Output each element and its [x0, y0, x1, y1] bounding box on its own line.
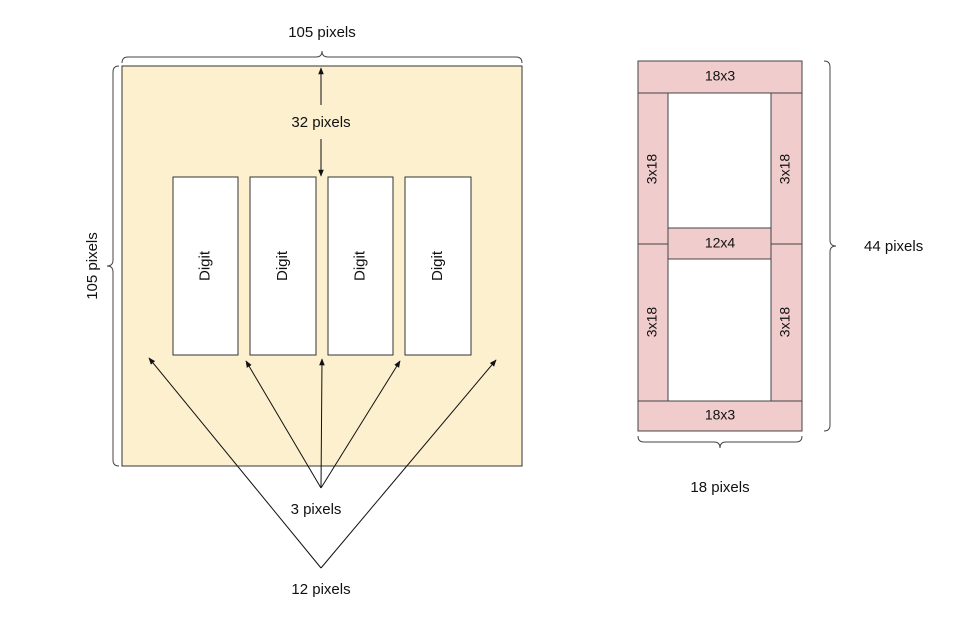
right-height-label: 44 pixels — [864, 238, 923, 255]
side-margin-arrows — [148, 357, 497, 569]
digit-label: Digit — [274, 250, 291, 281]
segment-lower-left-label: 3x18 — [644, 307, 660, 338]
left-panel: 105 pixels 105 pixels 32 pixels Digit Di… — [84, 24, 523, 598]
bottom-width-label: 18 pixels — [690, 479, 749, 496]
segment-lower-left — [637, 243, 669, 402]
side-margin-label: 12 pixels — [291, 581, 350, 598]
digit-box-3: Digit — [327, 176, 394, 356]
left-height-brace — [106, 65, 120, 467]
top-width-label: 105 pixels — [288, 24, 356, 41]
segment-middle — [667, 227, 772, 260]
digit-box-2: Digit — [249, 176, 317, 356]
digit-label: Digit — [351, 250, 368, 281]
top-margin-label: 32 pixels — [291, 114, 350, 131]
segment-bottom-label: 18x3 — [705, 407, 736, 423]
segment-bottom — [637, 400, 803, 432]
right-height-brace — [823, 60, 837, 432]
right-panel: 18x3 12x4 18x3 3x18 3x18 3x18 3x18 44 pi… — [637, 60, 923, 496]
digit-box-4: Digit — [404, 176, 472, 356]
digit-label: Digit — [196, 250, 213, 281]
left-height-label: 105 pixels — [84, 232, 101, 300]
gap-label: 3 pixels — [291, 501, 342, 518]
bottom-width-brace — [637, 435, 803, 449]
segment-upper-right-label: 3x18 — [777, 154, 793, 185]
segment-top — [637, 60, 803, 94]
gap-arrows — [245, 358, 401, 489]
segment-middle-label: 12x4 — [705, 235, 736, 251]
segment-lower-right-label: 3x18 — [777, 307, 793, 338]
top-width-brace — [121, 50, 523, 64]
segment-top-label: 18x3 — [705, 68, 736, 84]
digit-label: Digit — [429, 250, 446, 281]
segment-upper-left — [637, 92, 669, 245]
segment-upper-left-label: 3x18 — [644, 154, 660, 185]
digit-box-1: Digit — [172, 176, 239, 356]
segment-upper-right — [770, 92, 803, 245]
